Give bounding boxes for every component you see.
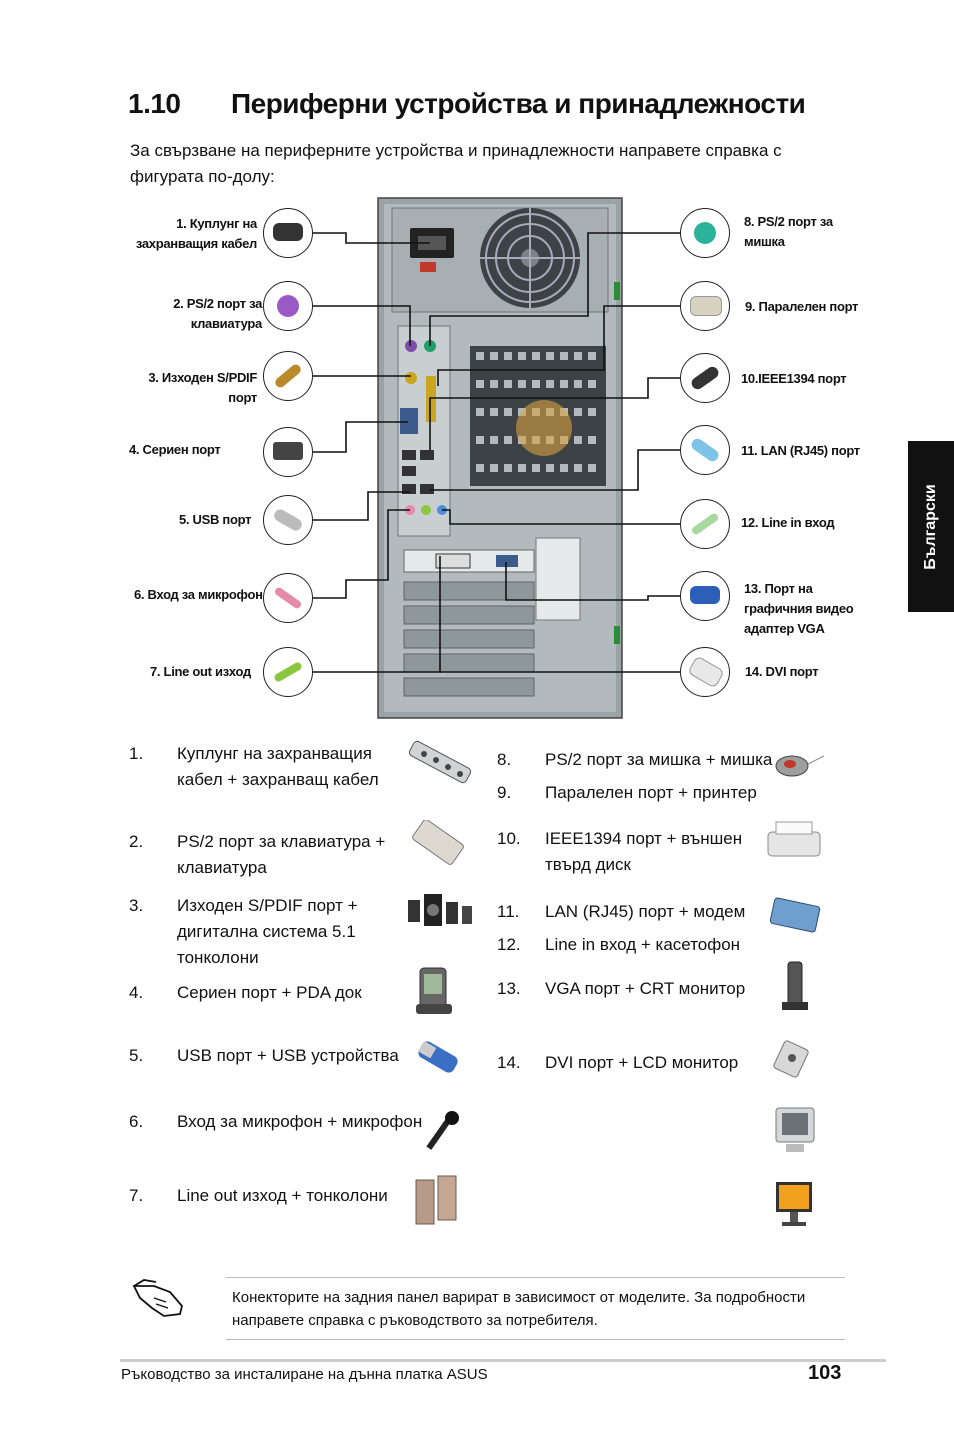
section-number: 1.10 [128,88,181,119]
callout-ring-7 [263,647,313,697]
speaker-system-icon [408,894,472,926]
keyboard-icon [412,820,464,865]
external-hdd-icon [769,897,821,933]
page-number: 103 [808,1362,842,1384]
section-heading: 1.10 Периферни устройства и принадлежнос… [128,88,806,120]
callout-label-11: 11. LAN (RJ45) порт [741,443,860,458]
callout-ring-3 [263,351,313,401]
pda-dock-icon [416,967,452,1014]
dvi-plug-icon [687,655,725,689]
note-divider-bottom [226,1339,845,1340]
footer-rule [120,1359,886,1362]
mouse-icon [775,755,825,777]
callout-ring-11 [680,425,730,475]
callout-label-12: 12. Line in вход [741,515,835,530]
note-divider-top [226,1277,845,1278]
parallel-plug-icon [690,296,722,316]
speakers-icon [415,1175,457,1225]
callout-label-9: 9. Паралелен порт [745,299,859,314]
microphone-icon [426,1111,459,1150]
note-text: Конекторите на задния панел варират в за… [232,1289,806,1329]
vga-plug-icon [690,586,720,604]
serial-plug-icon [273,442,303,460]
rca-plug-icon [273,362,303,390]
rear-panel-diagram [313,197,680,719]
callout-label-14: 14. DVI порт [745,664,819,679]
callout-ring-10 [680,353,730,403]
rj45-plug-icon [689,436,721,464]
callout-ring-4 [263,427,313,477]
crt-monitor-icon [775,1107,815,1152]
callout-label-4: 4. Сериен порт [129,442,221,457]
leader-lines [313,232,680,673]
intro-paragraph: За свързване на периферните устройства и… [130,141,782,186]
printer-icon [767,821,821,857]
line-in-jack-icon [690,512,720,536]
line-out-jack-icon [273,661,303,683]
callout-ring-13 [680,571,730,621]
mic-jack-icon [273,586,303,610]
modem-icon [782,961,808,1010]
callout-ring-8 [680,208,730,258]
callout-ring-9 [680,281,730,331]
power-plug-icon [273,223,303,241]
footer-title: Ръководство за инсталиране на дънна плат… [121,1366,488,1383]
callout-ring-5 [263,495,313,545]
chassis-rear-panel [377,197,623,719]
usb-drive-icon [418,1040,458,1073]
ps2-keyboard-plug-icon [277,295,299,317]
firewire-plug-icon [689,364,721,392]
cassette-player-icon [773,1040,809,1078]
callout-label-7: 7. Line out изход [150,664,251,679]
ps2-mouse-plug-icon [694,222,716,244]
section-title: Периферни устройства и принадлежности [231,88,806,119]
callout-ring-1 [263,208,313,258]
language-tab[interactable]: Български [908,441,954,612]
power-strip-icon [408,740,472,784]
callout-ring-14 [680,647,730,697]
lcd-monitor-icon [776,1182,812,1226]
pointing-hand-icon [132,1279,183,1317]
callout-ring-6 [263,573,313,623]
callout-label-5: 5. USB порт [179,512,252,527]
callout-ring-2 [263,281,313,331]
callout-label-10: 10.IEEE1394 порт [741,371,847,386]
callout-label-6: 6. Вход за микрофон [134,587,263,602]
callout-ring-12 [680,499,730,549]
usb-plug-icon [272,507,304,533]
